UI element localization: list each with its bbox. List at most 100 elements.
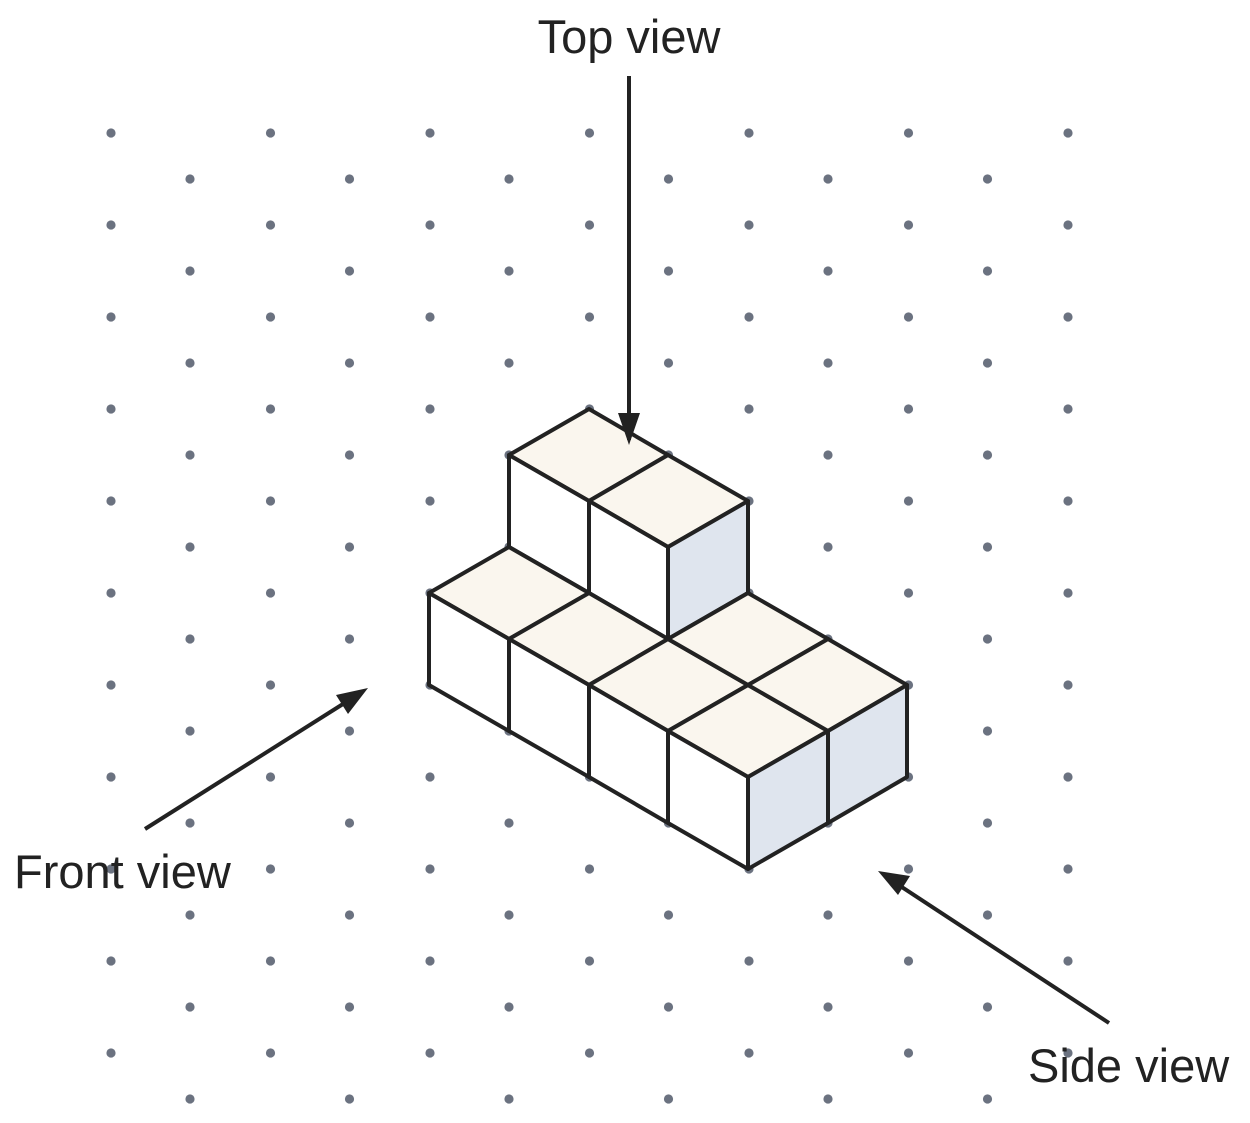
grid-dot [185,726,195,736]
grid-dot [982,1002,993,1012]
grid-dot [425,772,435,782]
grid-dot [663,1002,674,1012]
grid-dot [744,220,754,230]
side-view-label: Side view [1028,1039,1230,1092]
grid-dot [823,542,833,552]
grid-dot [185,358,195,368]
grid-dot [584,864,595,874]
grid-dot [1063,312,1073,322]
grid-dot [982,358,993,368]
grid-dot [185,174,195,184]
grid-dot [823,174,833,184]
grid-dot [663,174,674,184]
grid-dot [663,910,674,920]
grid-dot [344,634,355,644]
top-view-arrow [618,76,640,445]
grid-dot [663,266,674,276]
grid-dot [903,128,914,138]
grid-dot [344,726,355,736]
grid-dot [106,864,116,874]
grid-dot [1063,496,1073,506]
cube-structure [427,407,909,871]
grid-dot [106,772,116,782]
grid-dot [344,542,355,552]
grid-dot [903,1048,914,1058]
grid-dot [504,818,514,828]
grid-dot [425,404,435,414]
grid-dot [265,588,276,598]
grid-dot [982,1094,993,1104]
lower-cube-side-face [826,683,909,825]
grid-dot [425,1048,435,1058]
grid-dot [903,956,914,966]
grid-dot [344,1094,355,1104]
grid-dot [903,864,914,874]
grid-dot [903,312,914,322]
grid-dot [344,910,355,920]
grid-dot [982,450,993,460]
grid-dot [344,818,355,828]
grid-dot [185,910,195,920]
grid-dot [1063,404,1073,414]
grid-dot [744,404,754,414]
grid-dot [185,634,195,644]
grid-dot [982,542,993,552]
grid-dot [982,726,993,736]
grid-dot [344,174,355,184]
grid-dot [185,542,195,552]
front-view-label: Front view [14,845,232,898]
grid-dot [425,128,435,138]
grid-dot [106,404,116,414]
grid-dot [744,956,754,966]
grid-dot [425,220,435,230]
grid-dot [504,1094,514,1104]
grid-dot [185,818,195,828]
grid-dot [982,818,993,828]
grid-dot [982,634,993,644]
grid-dot [265,1048,276,1058]
grid-dot [903,220,914,230]
grid-dot [744,312,754,322]
grid-dot [1063,864,1073,874]
grid-dot [584,1048,595,1058]
grid-dot [823,910,833,920]
grid-dot [584,220,595,230]
grid-dot [982,910,993,920]
grid-dot [1063,588,1073,598]
grid-dot [425,956,435,966]
grid-dot [823,358,833,368]
grid-dot [185,450,195,460]
grid-dot [265,864,276,874]
grid-dot [823,266,833,276]
grid-dot [903,404,914,414]
grid-dot [106,680,116,690]
grid-dot [425,496,435,506]
front-view-arrow [143,688,368,831]
grid-dot [185,1094,195,1104]
grid-dot [903,496,914,506]
grid-dot [1063,1048,1073,1058]
grid-dot [265,404,276,414]
grid-dot [663,1094,674,1104]
grid-dot [265,128,276,138]
grid-dot [823,1094,833,1104]
grid-dot [425,312,435,322]
grid-dot [344,1002,355,1012]
grid-dot [265,772,276,782]
grid-dot [584,312,595,322]
grid-dot [1063,772,1073,782]
grid-dot [1063,956,1073,966]
grid-dot [106,220,116,230]
grid-dot [265,220,276,230]
grid-dot [265,312,276,322]
grid-dot [265,956,276,966]
grid-dot [1063,128,1073,138]
grid-dot [744,1048,754,1058]
grid-dot [504,266,514,276]
grid-dot [106,1048,116,1058]
grid-dot [584,128,595,138]
grid-dot [663,358,674,368]
grid-dot [982,266,993,276]
grid-dot [344,358,355,368]
